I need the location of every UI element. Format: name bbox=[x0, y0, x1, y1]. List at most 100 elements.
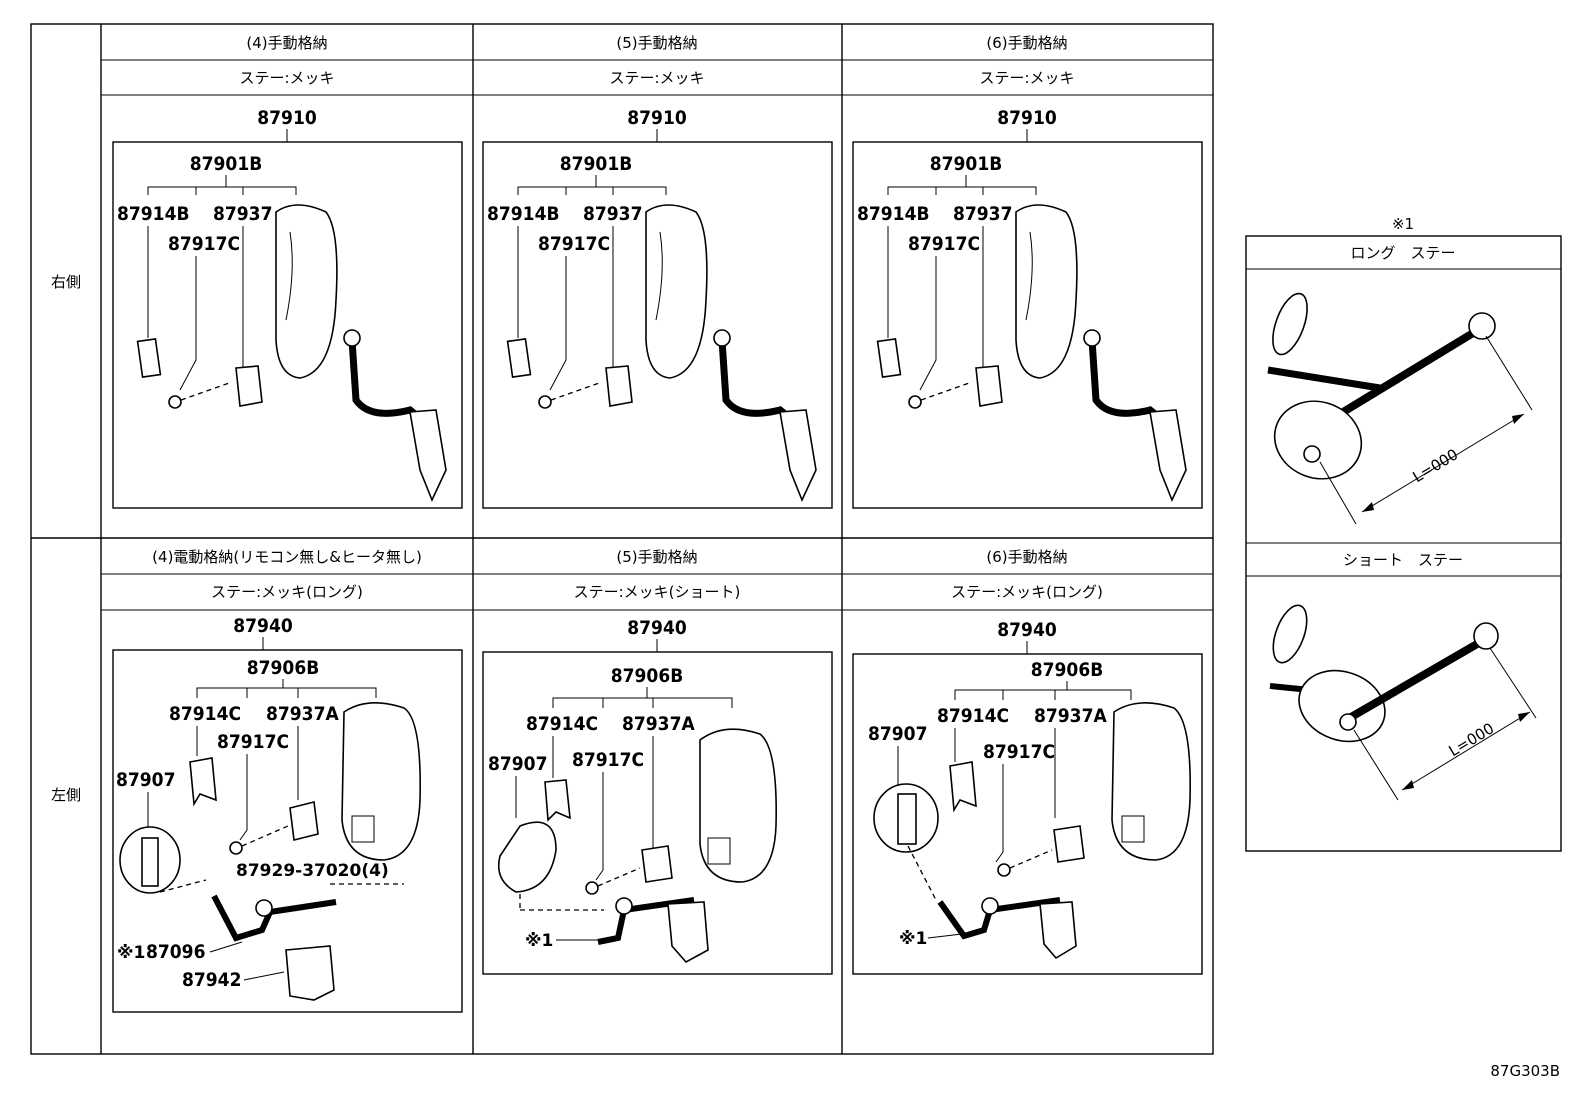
screw-icon bbox=[229, 841, 243, 855]
cover-plate bbox=[189, 757, 217, 807]
bolt-part-number: 87929-37020(4) bbox=[236, 861, 389, 881]
mirror-stay bbox=[718, 339, 793, 421]
screw-icon bbox=[908, 395, 922, 409]
bracket bbox=[975, 365, 1003, 407]
part-number: 87937A bbox=[266, 703, 339, 725]
mirror-stay bbox=[211, 894, 337, 942]
bracket bbox=[605, 365, 633, 407]
assy-part-number: 87940 bbox=[233, 615, 293, 637]
right-panel-1: (4)手動格納 ステー:メッキ 87910 87901B 87914B 8793… bbox=[112, 34, 463, 509]
part-number: 87917C bbox=[538, 233, 610, 255]
stay-label: ステー:メッキ bbox=[609, 69, 704, 87]
part-number: 87914B bbox=[857, 203, 930, 225]
part-number: 87907 bbox=[488, 753, 547, 775]
mount-base bbox=[1039, 901, 1077, 960]
dimension-label: L=000 bbox=[1410, 445, 1462, 486]
part-number: 87937 bbox=[953, 203, 1012, 225]
note-mark: ※1 bbox=[899, 929, 927, 949]
note-mark: ※1 bbox=[117, 943, 145, 963]
note-mark: ※1 bbox=[525, 931, 553, 951]
mirror-body bbox=[341, 702, 421, 861]
part-number: 87907 bbox=[868, 723, 927, 745]
mirror-stay bbox=[937, 897, 1061, 940]
left-side-label: 左側 bbox=[51, 786, 81, 804]
mount-base bbox=[409, 409, 447, 503]
part-number: 87914C bbox=[526, 713, 598, 735]
mount-base bbox=[1149, 409, 1187, 503]
part-number: 87096 bbox=[146, 941, 205, 963]
panel-header: (4)電動格納(リモコン無し&ヒータ無し) bbox=[152, 548, 422, 566]
screw-icon bbox=[997, 863, 1011, 877]
bracket bbox=[235, 365, 263, 407]
mirror-body bbox=[645, 204, 708, 379]
part-number: 87914C bbox=[937, 705, 1009, 727]
reference-title: ※1 bbox=[1392, 215, 1414, 233]
mirror-stay bbox=[597, 897, 695, 945]
stay-label: ステー:メッキ bbox=[979, 69, 1074, 87]
part-number: 87937 bbox=[583, 203, 642, 225]
mount-base bbox=[667, 901, 709, 964]
left-panel-1: (4)電動格納(リモコン無し&ヒータ無し) ステー:メッキ(ロング) 87940… bbox=[112, 548, 463, 1013]
sub-assy-part-number: 87906B bbox=[1031, 659, 1104, 681]
stay-label: ステー:メッキ(ロング) bbox=[211, 583, 363, 601]
part-number: 87914B bbox=[487, 203, 560, 225]
left-panel-3: (6)手動格納 ステー:メッキ(ロング) 87940 87906B 87914C… bbox=[852, 548, 1203, 975]
dimension-label: L=000 bbox=[1446, 719, 1498, 760]
mount-base bbox=[779, 409, 817, 503]
bracket bbox=[289, 801, 319, 841]
under-mirror bbox=[497, 821, 557, 893]
stay-label: ステー:メッキ(ショート) bbox=[574, 583, 741, 601]
assy-part-number: 87910 bbox=[997, 107, 1057, 129]
dimension-arrow bbox=[1361, 413, 1525, 513]
assy-part-number: 87940 bbox=[627, 617, 687, 639]
mirror-stay bbox=[1088, 339, 1163, 421]
left-panel-2: (5)手動格納 ステー:メッキ(ショート) 87940 87906B 87914… bbox=[482, 548, 833, 975]
sub-assy-part-number: 87901B bbox=[560, 153, 633, 175]
part-number: 87917C bbox=[983, 741, 1055, 763]
assy-part-number: 87940 bbox=[997, 619, 1057, 641]
sub-assy-part-number: 87901B bbox=[930, 153, 1003, 175]
panel-header: (5)手動格納 bbox=[616, 548, 697, 566]
sub-assy-part-number: 87906B bbox=[247, 657, 320, 679]
long-stay-label: ロング ステー bbox=[1350, 244, 1455, 262]
part-number: 87914C bbox=[169, 703, 241, 725]
panel-header: (4)手動格納 bbox=[246, 34, 327, 52]
right-panel-2: (5)手動格納 ステー:メッキ 87910 87901B 87914B 8793… bbox=[482, 34, 833, 509]
assy-part-number: 87910 bbox=[627, 107, 687, 129]
dimension-arrow bbox=[1401, 711, 1531, 791]
cover-plate bbox=[876, 338, 902, 378]
part-number: 87917C bbox=[217, 731, 289, 753]
panel-header: (5)手動格納 bbox=[616, 34, 697, 52]
panel-header: (6)手動格納 bbox=[986, 34, 1067, 52]
sub-assy-part-number: 87901B bbox=[190, 153, 263, 175]
assy-part-number: 87910 bbox=[257, 107, 317, 129]
main-table-grid bbox=[30, 23, 1214, 1055]
stay-label: ステー:メッキ bbox=[239, 69, 334, 87]
mirror-body bbox=[275, 204, 338, 379]
screw-icon bbox=[538, 395, 552, 409]
part-number: 87942 bbox=[182, 969, 241, 991]
part-number: 87937A bbox=[622, 713, 695, 735]
part-number: 87937A bbox=[1034, 705, 1107, 727]
bracket bbox=[641, 845, 673, 883]
mirror-body bbox=[1015, 204, 1078, 379]
figure-code: 87G303B bbox=[1490, 1062, 1560, 1080]
screw-icon bbox=[168, 395, 182, 409]
mirror-body bbox=[699, 728, 777, 883]
panel-header: (6)手動格納 bbox=[986, 548, 1067, 566]
short-stay-illustration: L=000 bbox=[1269, 604, 1537, 801]
long-stay-illustration: L=000 bbox=[1267, 292, 1533, 525]
part-number: 87917C bbox=[168, 233, 240, 255]
motor-unit bbox=[285, 945, 335, 1001]
mirror-stay bbox=[348, 339, 423, 421]
part-number: 87917C bbox=[908, 233, 980, 255]
reference-stay-box: ※1 ロング ステー ショート ステー L=000 bbox=[1245, 215, 1562, 852]
stay-label: ステー:メッキ(ロング) bbox=[951, 583, 1103, 601]
part-number: 87914B bbox=[117, 203, 190, 225]
part-number: 87917C bbox=[572, 749, 644, 771]
right-panel-3: (6)手動格納 ステー:メッキ 87910 87901B 87914B 8793… bbox=[852, 34, 1203, 509]
cover-plate bbox=[949, 761, 977, 813]
cover-plate bbox=[544, 779, 571, 822]
cover-plate bbox=[136, 338, 162, 378]
